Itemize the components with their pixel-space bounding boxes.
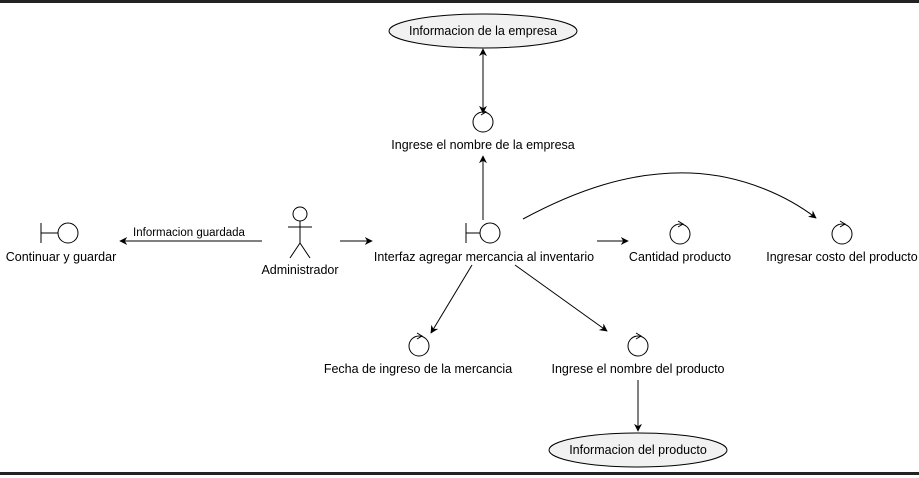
entity-informacion-producto-label: Informacion del producto xyxy=(569,443,707,457)
control-fecha-ingreso-label: Fecha de ingreso de la mercancia xyxy=(324,362,512,376)
boundary-interfaz-label: Interfaz agregar mercancia al inventario xyxy=(374,250,594,264)
edge-interfaz-nombre-producto xyxy=(514,264,608,332)
control-cantidad-producto: Cantidad producto xyxy=(629,220,731,264)
entity-informacion-empresa: Informacion de la empresa xyxy=(388,13,578,49)
edge-interfaz-fecha xyxy=(430,264,473,334)
control-icon xyxy=(669,223,691,245)
control-icon xyxy=(831,223,853,245)
control-fecha-ingreso: Fecha de ingreso de la mercancia xyxy=(324,332,512,376)
edge-interfaz-costo xyxy=(522,172,817,220)
boundary-continuar-guardar: Continuar y guardar xyxy=(6,222,116,264)
control-ingrese-nombre-empresa: Ingrese el nombre de la empresa xyxy=(391,108,575,152)
boundary-continuar-guardar-label: Continuar y guardar xyxy=(6,250,116,264)
diagram-svg: Informacion de la empresa Ingrese el nom… xyxy=(6,13,918,468)
control-icon xyxy=(472,111,494,133)
control-ingresar-costo: Ingresar costo del producto xyxy=(766,220,918,264)
control-icon xyxy=(627,335,649,357)
actor-administrador-label: Administrador xyxy=(261,263,338,277)
control-cantidad-producto-label: Cantidad producto xyxy=(629,250,731,264)
control-ingresar-costo-label: Ingresar costo del producto xyxy=(766,250,918,264)
entity-informacion-producto: Informacion del producto xyxy=(548,432,728,468)
control-icon xyxy=(408,335,430,357)
entity-informacion-empresa-label: Informacion de la empresa xyxy=(409,24,557,38)
control-ingrese-nombre-empresa-label: Ingrese el nombre de la empresa xyxy=(391,138,574,152)
actor-icon xyxy=(292,206,308,222)
boundary-interfaz: Interfaz agregar mercancia al inventario xyxy=(374,222,594,264)
control-ingrese-nombre-producto-label: Ingrese el nombre del producto xyxy=(551,362,724,376)
edge-label-informacion-guardada: Informacion guardada xyxy=(133,227,245,239)
control-ingrese-nombre-producto: Ingrese el nombre del producto xyxy=(551,332,725,376)
actor-administrador: Administrador xyxy=(261,206,339,277)
